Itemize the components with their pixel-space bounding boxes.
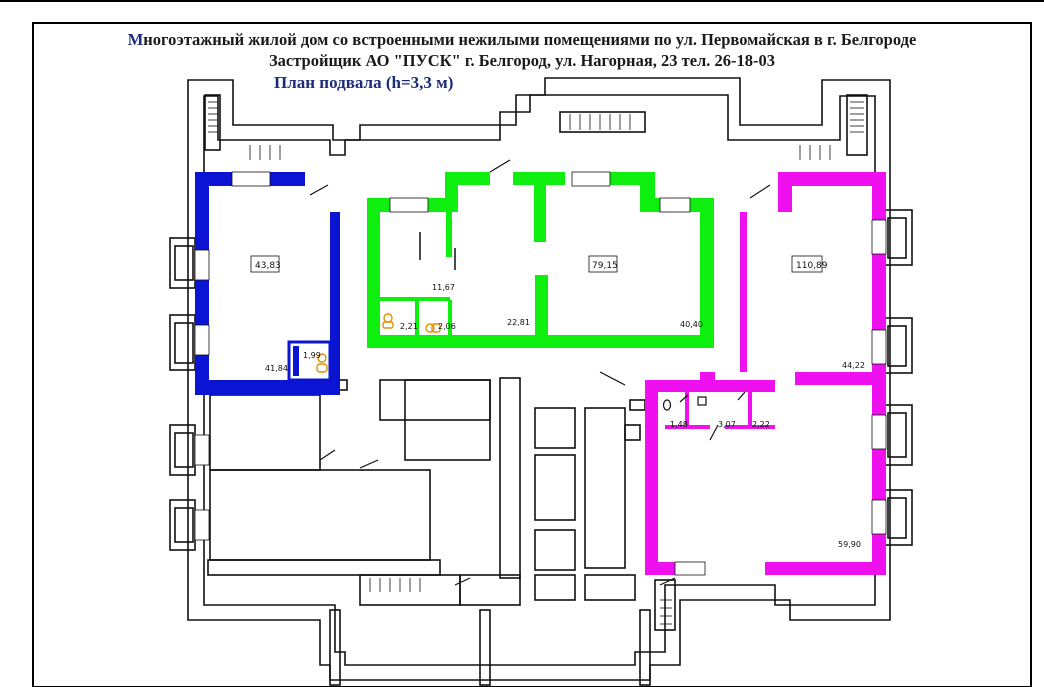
sink-icon [662, 396, 707, 411]
area-green-small: 11,67 [432, 283, 455, 292]
stair-treads [208, 101, 864, 625]
area-blue-total: 43,83 [255, 261, 281, 271]
developer-line: Застройщик АО "ПУСК" г. Белгород, ул. На… [268, 51, 776, 70]
project-title: Многоэтажный жилой дом со встроенными не… [127, 30, 917, 49]
area-green-wc2: 2,06 [438, 322, 456, 331]
area-green-total: 79,15 [592, 261, 618, 271]
area-green-wc1: 2,21 [400, 322, 418, 331]
magenta-zone [645, 172, 886, 575]
door-lines [309, 159, 771, 586]
area-green-left: 22,81 [507, 318, 530, 327]
area-magenta-upper: 44,22 [842, 361, 865, 370]
windows [194, 171, 887, 576]
green-zone [367, 172, 714, 348]
area-magenta-wc1: 1,48 [670, 420, 688, 429]
plan-title: План подвала (h=3,3 м) [274, 73, 454, 92]
area-blue-wc: 1,99 [303, 351, 321, 360]
area-magenta-wc2: 3,07 [718, 420, 736, 429]
area-labels: 43,83 41,84 1,99 79,15 11,67 2,21 2,06 2… [250, 255, 865, 549]
area-magenta-wc3: 2,22 [752, 420, 770, 429]
area-magenta-lower: 59,90 [838, 540, 861, 549]
area-magenta-total: 110,89 [796, 261, 828, 271]
blue-zone [195, 172, 340, 395]
area-green-right: 40,40 [680, 320, 703, 329]
area-blue-main: 41,84 [265, 364, 288, 373]
toilet-icon [316, 313, 441, 373]
sheet-border [32, 22, 1032, 687]
